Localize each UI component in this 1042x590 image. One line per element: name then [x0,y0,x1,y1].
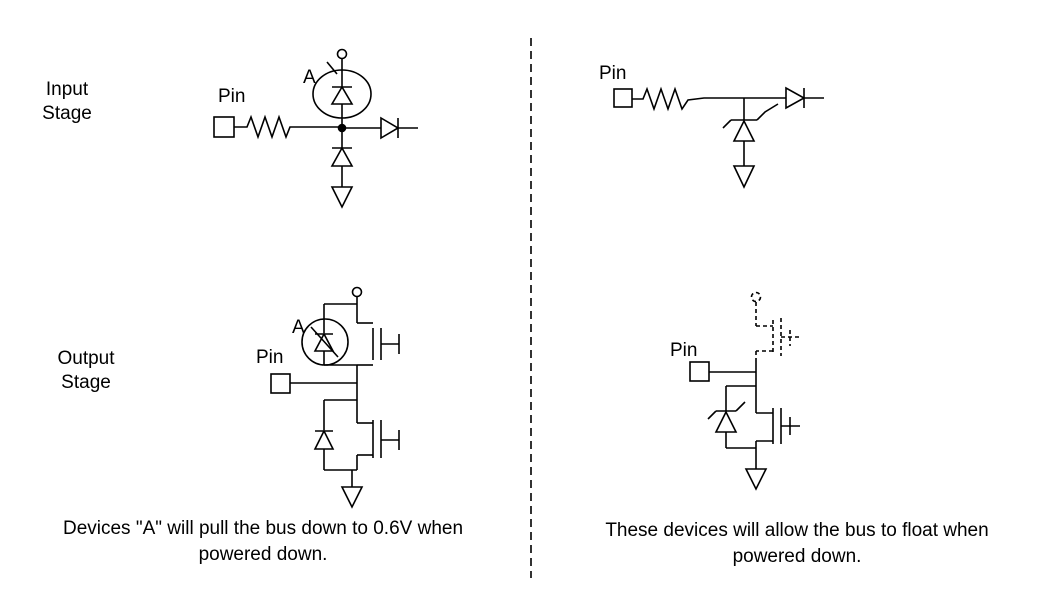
diode-a-top [330,85,354,105]
input-stage-line-2: Stage [42,103,92,124]
pin-box [213,116,235,138]
left-caption: Devices "A" will pull the bus down to 0.… [20,516,506,568]
diode-right [380,116,400,140]
right-input-stage-circuit [613,86,824,189]
diode-down [330,146,354,167]
pin-box [613,88,633,108]
resistor [632,86,786,112]
pin-label-left-input: Pin [218,86,246,107]
ground-symbol [732,165,756,189]
input-stage-line-1: Input [45,79,89,100]
right-caption-line-1: These devices will allow the bus to floa… [605,520,989,541]
pin-label-right-input: Pin [599,63,627,84]
zener-diode [732,119,756,142]
diode-right [785,86,806,110]
input-stage-label: Input Stage [36,78,98,126]
pin-box [689,361,710,382]
vcc-terminal [336,48,348,60]
left-input-stage-circuit [213,48,418,209]
diode-down [313,429,335,450]
device-a-label-input: A [303,67,316,88]
ground-symbol [330,186,354,209]
device-a-circle [312,69,372,119]
pin-box [270,373,291,394]
pin-label-right-output: Pin [670,340,698,361]
right-output-stage-circuit [689,291,800,491]
left-caption-line-2: powered down. [198,544,328,565]
ground-symbol [744,468,768,491]
right-caption-line-2: powered down. [732,546,862,567]
left-caption-line-1: Devices "A" will pull the bus down to 0.… [62,518,464,539]
pin-label-left-output: Pin [256,347,284,368]
device-a-label-output: A [292,317,305,338]
dashed-pmos [750,291,800,362]
right-caption: These devices will allow the bus to floa… [566,518,1028,570]
output-stage-line-1: Output [57,348,115,369]
output-stage-label: Output Stage [50,347,122,395]
ground-symbol [340,486,364,509]
output-stage-line-2: Stage [61,372,111,393]
vcc-terminal [351,286,363,298]
left-output-stage-circuit [270,286,400,509]
resistor [234,114,342,140]
zener-diode [714,410,738,433]
